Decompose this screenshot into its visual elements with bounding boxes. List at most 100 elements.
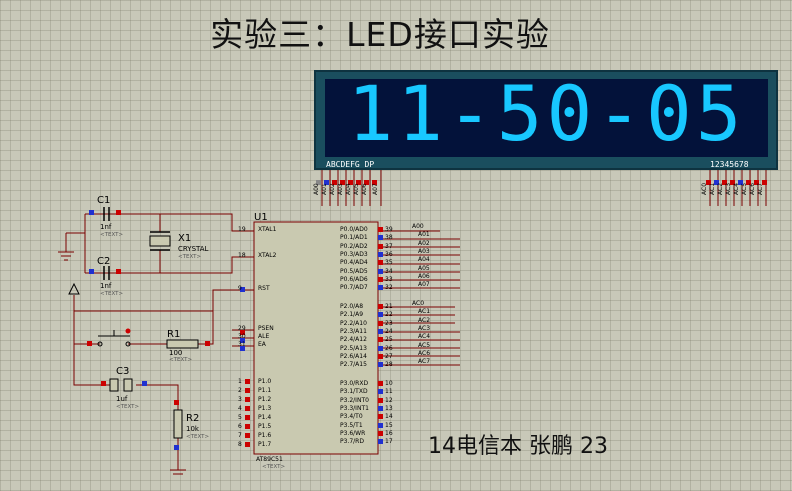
reset-button[interactable]	[97, 328, 131, 347]
mcu-pin-name: XTAL2	[258, 252, 277, 259]
mcu-pin-number: 35	[385, 259, 393, 267]
pin-marker	[378, 243, 383, 249]
pin-marker	[378, 276, 383, 282]
display-pin-label: A03	[337, 183, 344, 195]
mcu-pin-number: 18	[238, 252, 246, 259]
mcu-pin-name: P2.0/A8	[340, 303, 364, 310]
pin-marker	[245, 379, 250, 384]
capacitor-c3[interactable]	[109, 378, 133, 392]
mcu-pin-number: 34	[385, 267, 393, 275]
mcu-pin-name: P0.2/AD2	[340, 242, 368, 250]
pin-marker	[245, 442, 250, 447]
r1-ref: R1	[167, 329, 181, 340]
mcu-pin-name: P0.7/AD7	[340, 284, 368, 292]
display-pin-label: AC6	[749, 182, 756, 195]
pin-marker	[378, 260, 383, 266]
display-pin-label: AC1	[709, 182, 716, 195]
mcu-pin-name: P3.2/INT0	[340, 396, 369, 404]
display-pin-label: A02	[329, 183, 336, 195]
mcu-pin-name: RST	[258, 285, 270, 292]
mcu-pin-number: 37	[385, 242, 393, 250]
crystal-x1[interactable]	[149, 231, 171, 251]
net-label: A01	[418, 231, 430, 239]
mcu-pin-number: 5	[238, 414, 242, 421]
display-pin-label: A07	[372, 183, 379, 195]
net-label: AC7	[418, 358, 431, 366]
mcu-body[interactable]	[253, 221, 379, 455]
segment-label: ABCDEFG DP	[326, 160, 375, 169]
mcu-pin-name: P1.5	[258, 423, 272, 430]
mcu-pin-name: P0.0/AD0	[340, 226, 368, 233]
x1-text: <TEXT>	[178, 254, 202, 260]
c3-value: 1uf	[116, 395, 128, 403]
capacitor-c2[interactable]	[103, 266, 110, 280]
pin-marker	[378, 328, 383, 334]
mcu-pin-number: 3	[238, 396, 242, 403]
mcu-pin-number: 1	[238, 378, 242, 385]
mcu-pin-number: 22	[385, 311, 393, 319]
mcu-pin-number: 26	[385, 344, 393, 352]
mcu-pin-number: 30	[238, 333, 246, 340]
pin-marker	[245, 406, 250, 411]
mcu-pin-number: 15	[385, 421, 393, 429]
pin-marker	[378, 227, 383, 232]
mcu-pin-name: P0.6/AD6	[340, 275, 368, 283]
c2-ref: C2	[97, 256, 111, 267]
display-pin-label: AC0	[701, 182, 708, 195]
u1-text: <TEXT>	[262, 464, 286, 470]
net-label: AC6	[418, 349, 431, 357]
mcu-pin-name: P2.7/A15	[340, 361, 367, 369]
pin-marker	[378, 389, 383, 395]
capacitor-c1[interactable]	[103, 207, 110, 221]
display-pin-label: A05	[353, 183, 360, 195]
mcu-pin-name: P2.4/A12	[340, 336, 367, 344]
mcu-pin-number: 16	[385, 429, 393, 437]
mcu-pin-name: P1.0	[258, 378, 272, 385]
net-label: A02	[418, 239, 430, 247]
c2-text: <TEXT>	[100, 291, 124, 297]
mcu-pin-name: P1.1	[258, 387, 272, 394]
mcu-pin-number: 27	[385, 352, 393, 360]
mcu-pin-number: 17	[385, 438, 393, 446]
mcu-pin-number: 14	[385, 413, 393, 421]
mcu-pin-number: 8	[238, 441, 242, 448]
mcu-pin-name: P2.1/A9	[340, 311, 364, 319]
pin-marker	[245, 388, 250, 393]
u1-part: AT89C51	[256, 456, 283, 463]
mcu-pin-number: 12	[385, 396, 393, 404]
net-label: AC2	[418, 316, 431, 324]
mcu-pin-number: 36	[385, 250, 393, 258]
digit-label: 12345678	[710, 160, 749, 169]
mcu-pin-name: P3.4/T0	[340, 413, 363, 421]
mcu-pin-number: 13	[385, 404, 393, 412]
resistor-r2[interactable]	[173, 409, 183, 439]
pin-marker	[378, 422, 383, 428]
pin-marker	[378, 397, 383, 403]
r2-text: <TEXT>	[186, 434, 210, 440]
r2-ref: R2	[186, 413, 200, 424]
mcu-pin-number: 19	[238, 226, 246, 233]
net-label: A04	[418, 256, 430, 264]
pin-marker	[245, 424, 250, 429]
pin-marker	[378, 251, 383, 257]
mcu-pin-name: P1.2	[258, 396, 272, 403]
mcu-pin-name: P2.2/A10	[340, 319, 367, 327]
pin-marker	[378, 353, 383, 359]
mcu-pin-number: 9	[238, 285, 242, 292]
pin-marker	[378, 345, 383, 351]
c3-ref: C3	[116, 366, 130, 377]
pin-marker	[378, 268, 383, 274]
mcu-pin-name: P1.6	[258, 432, 272, 439]
c1-text: <TEXT>	[100, 232, 124, 238]
mcu-pin-number: 24	[385, 327, 393, 335]
display-pin-label: A04	[345, 183, 352, 195]
mcu-pin-number: 7	[238, 432, 242, 439]
mcu-pin-number: 4	[238, 405, 242, 412]
display-screen	[325, 79, 768, 157]
resistor-r1[interactable]	[166, 339, 199, 349]
mcu-pin-number: 10	[385, 380, 393, 387]
x1-ref: X1	[178, 233, 192, 244]
mcu-pin-name: P0.3/AD3	[340, 250, 368, 258]
display-pin-label: AC2	[717, 182, 724, 195]
